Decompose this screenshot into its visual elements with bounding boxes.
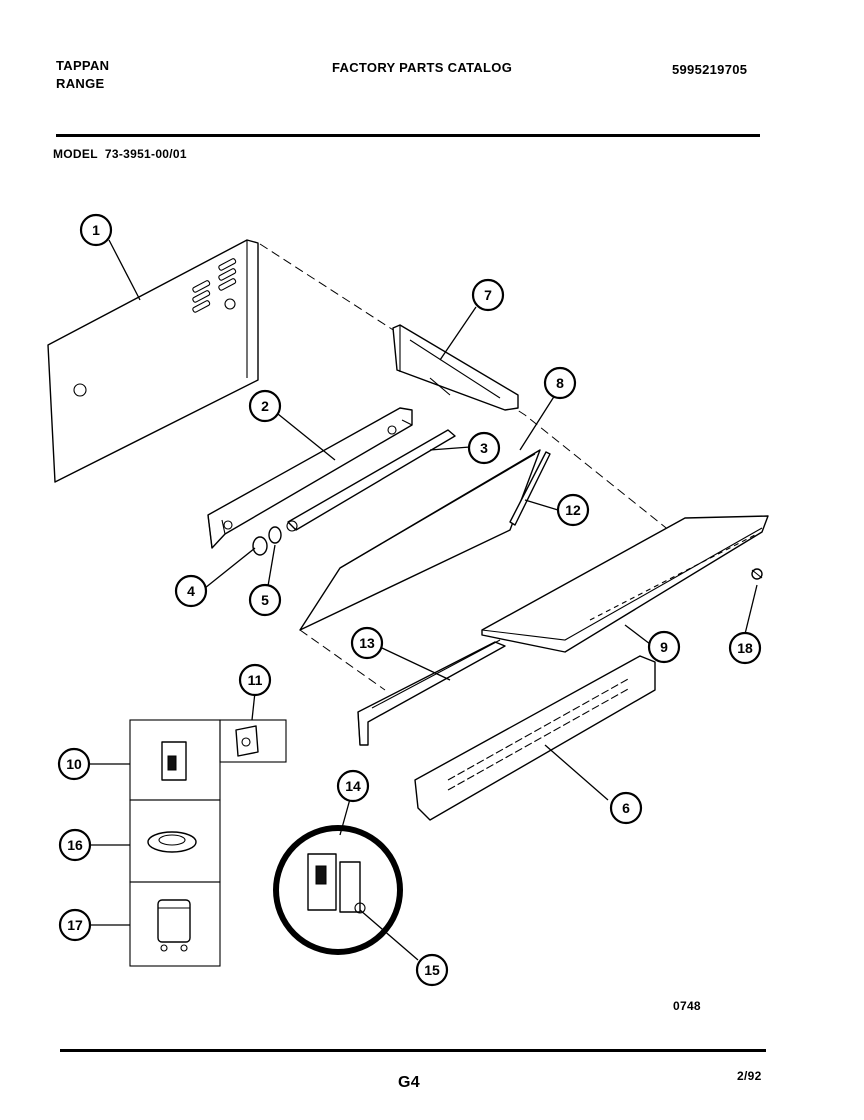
callout-4: 4 bbox=[174, 574, 208, 608]
callout-10: 10 bbox=[57, 747, 91, 781]
svg-text:10: 10 bbox=[66, 756, 82, 772]
svg-text:4: 4 bbox=[187, 583, 195, 599]
drawing-number: 0748 bbox=[673, 999, 701, 1013]
callout-6: 6 bbox=[609, 791, 643, 825]
callout-12: 12 bbox=[556, 493, 590, 527]
callout-7: 7 bbox=[471, 278, 505, 312]
page-code: G4 bbox=[398, 1074, 420, 1091]
callout-16: 16 bbox=[58, 828, 92, 862]
trim-strip-part bbox=[509, 451, 551, 526]
catalog-number: 5995219705 bbox=[672, 62, 748, 77]
rear-panel-part bbox=[47, 239, 259, 483]
svg-text:5: 5 bbox=[261, 592, 269, 608]
parts-box bbox=[129, 719, 287, 967]
product-type: RANGE bbox=[56, 76, 105, 91]
callout-13: 13 bbox=[350, 626, 384, 660]
svg-text:13: 13 bbox=[359, 635, 375, 651]
svg-text:2: 2 bbox=[261, 398, 269, 414]
bushing-part bbox=[252, 526, 282, 556]
channel-part bbox=[207, 407, 413, 549]
callout-14: 14 bbox=[336, 769, 370, 803]
callout-8: 8 bbox=[543, 366, 577, 400]
callout-18: 18 bbox=[728, 631, 762, 665]
switch-detail-circle bbox=[273, 825, 403, 955]
model-number: MODEL 73-3951-00/01 bbox=[53, 147, 187, 161]
backguard-part bbox=[481, 515, 769, 653]
vented-trim-part bbox=[414, 655, 656, 821]
svg-text:3: 3 bbox=[480, 440, 488, 456]
callout-11: 11 bbox=[238, 663, 272, 697]
svg-text:9: 9 bbox=[660, 639, 668, 655]
assembly-guide-line bbox=[299, 629, 386, 691]
callout-5: 5 bbox=[248, 583, 282, 617]
callout-15: 15 bbox=[415, 953, 449, 987]
svg-text:17: 17 bbox=[67, 917, 83, 933]
bracket-part bbox=[392, 324, 519, 411]
svg-text:11: 11 bbox=[248, 672, 263, 688]
svg-text:7: 7 bbox=[484, 287, 492, 303]
callout-2: 2 bbox=[248, 389, 282, 423]
svg-text:6: 6 bbox=[622, 800, 630, 816]
rod-part bbox=[286, 429, 456, 532]
svg-text:14: 14 bbox=[345, 778, 361, 794]
vent-slots bbox=[192, 258, 237, 313]
screw-part bbox=[751, 568, 763, 580]
svg-text:12: 12 bbox=[565, 502, 581, 518]
rail-part bbox=[357, 639, 506, 746]
door-panel-part bbox=[299, 449, 541, 631]
svg-text:18: 18 bbox=[737, 640, 753, 656]
callout-9: 9 bbox=[647, 630, 681, 664]
brand-name: TAPPAN bbox=[56, 58, 110, 73]
revision-date: 2/92 bbox=[737, 1069, 762, 1083]
header-rule bbox=[56, 134, 760, 137]
leader-lines bbox=[90, 239, 758, 961]
svg-text:15: 15 bbox=[424, 962, 440, 978]
svg-text:8: 8 bbox=[556, 375, 564, 391]
catalog-title: FACTORY PARTS CATALOG bbox=[332, 60, 513, 75]
footer-rule bbox=[60, 1049, 766, 1052]
svg-text:16: 16 bbox=[67, 837, 83, 853]
callout-17: 17 bbox=[58, 908, 92, 942]
assembly-guide-line bbox=[259, 243, 701, 556]
callout-1: 1 bbox=[79, 213, 113, 247]
callout-3: 3 bbox=[467, 431, 501, 465]
svg-text:1: 1 bbox=[92, 222, 100, 238]
